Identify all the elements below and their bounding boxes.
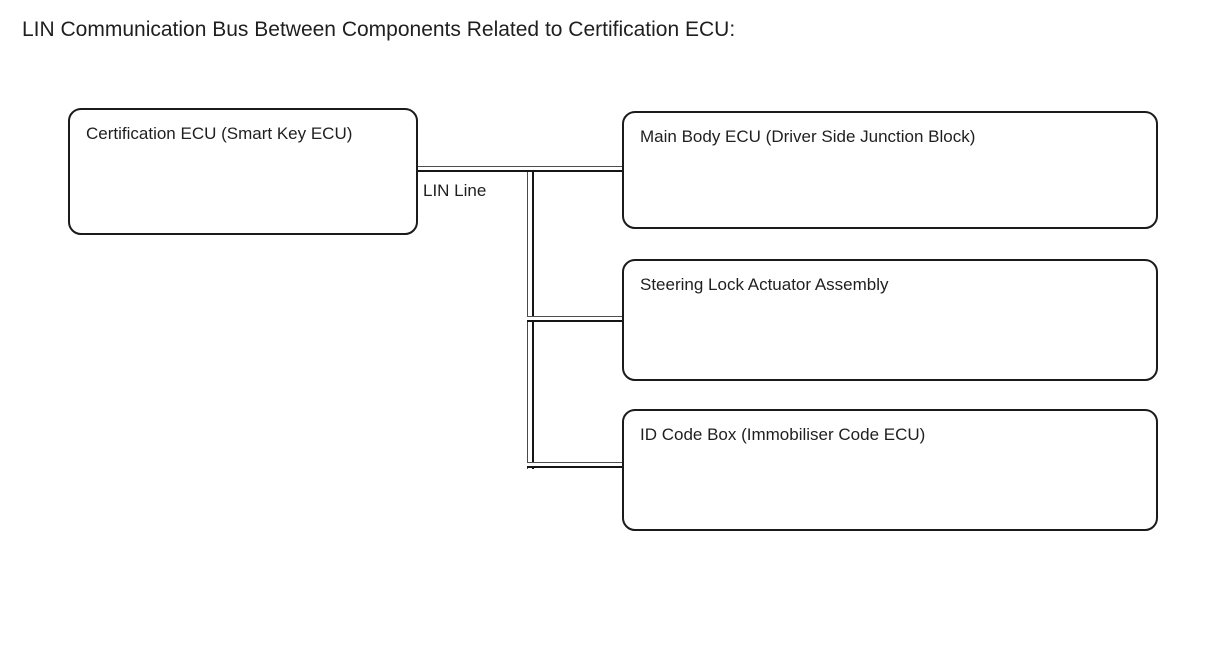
bus-line-branch-id-code-box	[527, 462, 626, 468]
lin-line-label: LIN Line	[423, 181, 487, 200]
node-main-body-ecu[interactable]: Main Body ECU (Driver Side Junction Bloc…	[622, 111, 1158, 229]
node-steering-lock-actuator-label: Steering Lock Actuator Assembly	[640, 275, 889, 294]
page-title: LIN Communication Bus Between Components…	[22, 18, 736, 41]
bus-line-branch-steering-lock-actuator	[527, 316, 626, 322]
node-certification-ecu[interactable]: Certification ECU (Smart Key ECU)	[68, 108, 418, 235]
node-main-body-ecu-label: Main Body ECU (Driver Side Junction Bloc…	[640, 127, 976, 146]
bus-line-branch-main-body-ecu	[527, 166, 626, 172]
bus-line-segment-source	[414, 166, 626, 172]
node-certification-ecu-label: Certification ECU (Smart Key ECU)	[86, 124, 353, 143]
node-id-code-box[interactable]: ID Code Box (Immobiliser Code ECU)	[622, 409, 1158, 531]
node-id-code-box-label: ID Code Box (Immobiliser Code ECU)	[640, 425, 926, 444]
node-steering-lock-actuator[interactable]: Steering Lock Actuator Assembly	[622, 259, 1158, 381]
